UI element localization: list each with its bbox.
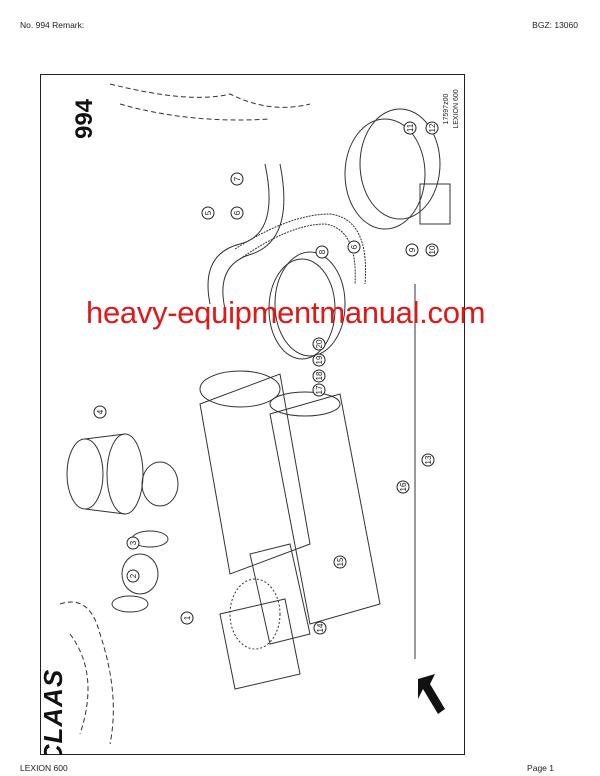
callout-19: 19 [312, 353, 326, 367]
callout-8: 8 [315, 245, 329, 259]
svg-text:14: 14 [316, 623, 325, 632]
drawing-model: LEXION 600 [453, 89, 460, 128]
watermark: heavy-equipmentmanual.com [86, 295, 486, 330]
page-number: 994 [71, 98, 98, 139]
callout-1: 1 [180, 611, 194, 625]
svg-text:6: 6 [233, 210, 242, 215]
svg-text:10: 10 [428, 245, 437, 254]
callout-17: 17 [312, 383, 326, 397]
callout-9: 9 [405, 243, 419, 257]
svg-text:16: 16 [399, 482, 408, 491]
callout-5: 5 [201, 206, 215, 220]
claas-logo: CLAAS [40, 669, 68, 755]
svg-text:8: 8 [318, 249, 327, 254]
callout-10: 10 [425, 243, 439, 257]
header-remark: No. 994 Remark: [20, 20, 85, 30]
header-bgz: BGZ: 13060 [532, 20, 578, 30]
svg-text:3: 3 [129, 540, 138, 545]
callout-11: 11 [403, 121, 417, 135]
parts-drawing: 1 2 3 4 5 6 6 7 8 9 10 11 12 13 14 15 16… [40, 74, 465, 755]
callout-4: 4 [93, 405, 107, 419]
callout-15: 15 [333, 555, 347, 569]
callout-7: 7 [230, 172, 244, 186]
callout-3: 3 [126, 536, 140, 550]
svg-text:13: 13 [424, 455, 433, 464]
svg-text:18: 18 [315, 371, 324, 380]
callout-12: 12 [425, 121, 439, 135]
svg-text:6: 6 [350, 244, 359, 249]
svg-text:1: 1 [183, 615, 192, 620]
svg-text:CLAAS: CLAAS [40, 669, 68, 755]
drawing-id: 17597z00 [443, 94, 450, 125]
footer-page: Page 1 [527, 763, 554, 773]
callout-14: 14 [313, 621, 327, 635]
svg-text:15: 15 [336, 557, 345, 566]
callout-20: 20 [312, 337, 326, 351]
svg-text:11: 11 [406, 123, 415, 132]
svg-text:2: 2 [129, 573, 138, 578]
footer-model: LEXION 600 [20, 763, 68, 773]
svg-text:20: 20 [315, 339, 324, 348]
callout-16: 16 [396, 480, 410, 494]
svg-text:17: 17 [315, 385, 324, 394]
svg-text:9: 9 [408, 247, 417, 252]
svg-text:12: 12 [428, 123, 437, 132]
callout-18: 18 [312, 369, 326, 383]
svg-text:4: 4 [96, 409, 105, 414]
svg-text:5: 5 [204, 210, 213, 215]
callout-6b: 6 [347, 240, 361, 254]
callout-6: 6 [230, 206, 244, 220]
svg-text:19: 19 [315, 355, 324, 364]
svg-text:7: 7 [233, 176, 242, 181]
callout-13: 13 [421, 453, 435, 467]
callout-2: 2 [126, 569, 140, 583]
